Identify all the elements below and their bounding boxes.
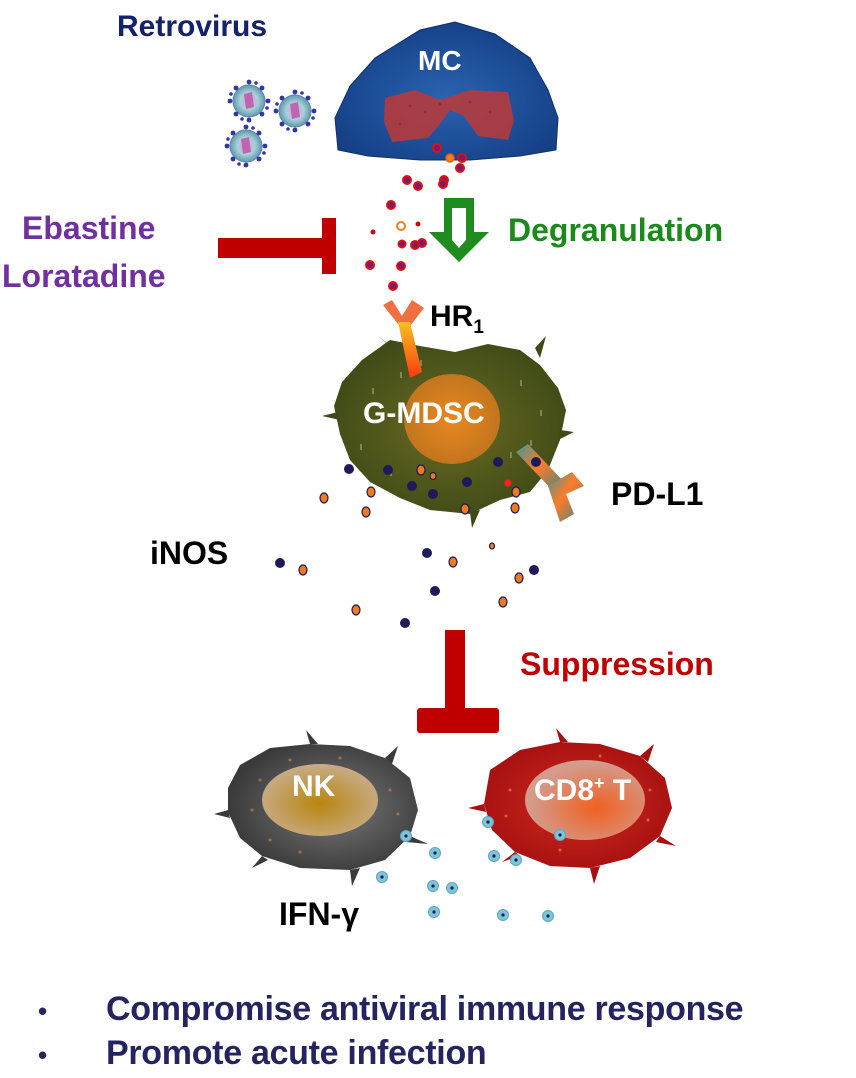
inos-granules xyxy=(275,457,541,628)
ifn-gamma-granules xyxy=(376,816,566,922)
pd-l1-label: PD-L1 xyxy=(611,476,704,512)
cd8-t-cell-icon xyxy=(468,728,676,884)
virus-icon xyxy=(227,79,271,123)
mast-cell-label: MC xyxy=(418,45,462,76)
inhibition-t-bar-icon xyxy=(218,218,336,274)
cd8-t-cell-label: CD8+ T xyxy=(534,773,631,808)
degranulation-label: Degranulation xyxy=(508,212,724,248)
bullet-icon: • xyxy=(38,1040,48,1070)
cd8-text: CD8 xyxy=(534,774,595,807)
ifn-gamma-label: IFN-γ xyxy=(279,896,359,932)
hr1-label-subscript: 1 xyxy=(473,317,484,338)
virus-icon xyxy=(273,89,317,133)
hr1-label: HR1 xyxy=(430,300,484,339)
inos-label: iNOS xyxy=(150,535,229,571)
hr1-receptor-icon xyxy=(383,300,424,378)
mast-cell-nucleus xyxy=(384,90,514,142)
retrovirus-particles xyxy=(224,79,317,168)
outcome-item: • Promote acute infection xyxy=(38,1034,743,1078)
suppression-label: Suppression xyxy=(520,646,714,682)
outcome-text: Compromise antiviral immune response xyxy=(106,990,744,1028)
drug-ebastine-label: Ebastine xyxy=(22,210,156,246)
nk-cell-icon xyxy=(214,730,428,886)
g-mdsc-label: G-MDSC xyxy=(363,397,485,430)
outcome-item: • Compromise antiviral immune response xyxy=(38,990,744,1034)
histamine-granules xyxy=(365,143,467,291)
mast-cell-icon xyxy=(334,21,559,161)
hr1-label-text: HR xyxy=(430,300,474,333)
nk-cell-label: NK xyxy=(292,770,336,803)
down-arrow-icon xyxy=(429,198,489,262)
bullet-icon: • xyxy=(38,996,48,1026)
cd8-t-text: T xyxy=(612,774,632,807)
outcome-text: Promote acute infection xyxy=(106,1034,487,1072)
suppression-t-bar-icon xyxy=(417,630,499,733)
virus-icon xyxy=(224,124,268,168)
cd8-superscript: + xyxy=(594,773,605,793)
g-mdsc-cell-icon xyxy=(322,334,574,528)
outcomes-list: • Compromise antiviral immune response •… xyxy=(38,990,744,1078)
drug-loratadine-label: Loratadine xyxy=(2,258,166,294)
retrovirus-label: Retrovirus xyxy=(117,10,268,43)
pd-l1-receptor-icon xyxy=(516,444,584,522)
